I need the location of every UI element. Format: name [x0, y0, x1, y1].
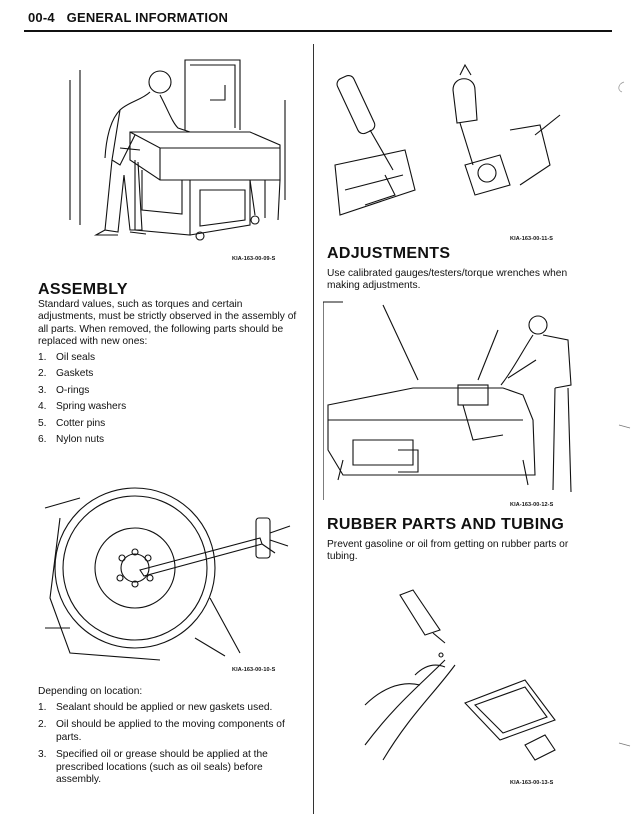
rubber-heading: RUBBER PARTS AND TUBING	[327, 516, 565, 533]
assembly-heading: ASSEMBLY	[38, 281, 128, 298]
margin-mark	[618, 742, 631, 747]
list-number: 6.	[38, 434, 47, 446]
list-number: 3.	[38, 384, 47, 396]
location-list: 1. Sealant should be applied or new gaske…	[38, 702, 298, 791]
margin-mark	[618, 424, 631, 429]
rubber-text: Prevent gasoline or oil from getting on …	[327, 539, 569, 563]
page-title: GENERAL INFORMATION	[66, 10, 229, 25]
figure-caption: KIA-163-00-13-S	[510, 780, 554, 786]
list-item: 6. Nylon nuts	[38, 434, 300, 446]
list-number: 1.	[38, 702, 47, 713]
adjustments-heading: ADJUSTMENTS	[327, 245, 451, 262]
list-text: Sealant should be applied or new gaskets…	[56, 702, 273, 713]
margin-mark	[618, 81, 625, 93]
column-divider	[313, 44, 314, 814]
list-text: Spring washers	[56, 401, 127, 413]
list-text: Oil should be applied to the moving comp…	[56, 719, 285, 743]
list-item: 1. Oil seals	[38, 352, 300, 364]
list-item: 2. Gaskets	[38, 368, 300, 380]
list-text: Nylon nuts	[56, 434, 105, 446]
flywheel-torque-illustration	[40, 478, 300, 663]
list-number: 2.	[38, 719, 47, 731]
rubber-tubing-illustration	[325, 585, 570, 775]
list-item: 3. O-rings	[38, 385, 300, 397]
adjustments-text: Use calibrated gauges/testers/torque wre…	[327, 268, 568, 292]
list-number: 5.	[38, 417, 47, 429]
list-number: 1.	[38, 352, 47, 363]
list-text: Specified oil or grease should be applie…	[56, 749, 268, 786]
parts-washer-illustration	[50, 40, 290, 250]
list-item: 2. Oil should be applied to the moving co…	[38, 719, 298, 744]
list-text: Cotter pins	[56, 417, 106, 429]
location-intro: Depending on location:	[38, 686, 143, 697]
list-text: Oil seals	[56, 352, 96, 363]
assembly-intro: Standard values, such as torques and cer…	[38, 299, 297, 348]
figure-caption: KIA-163-00-09-S	[232, 256, 276, 262]
list-number: 2.	[38, 368, 47, 380]
replace-parts-list: 1. Oil seals 2. Gaskets 3. O-rings 4. Spring wa…	[38, 352, 300, 450]
lubrication-illustration	[325, 55, 570, 230]
engine-adjustment-illustration	[323, 300, 583, 500]
list-number: 4.	[38, 401, 47, 413]
list-item: 1. Sealant should be applied or new gaske…	[38, 702, 298, 714]
page-header: 00-4 GENERAL INFORMATION	[28, 10, 228, 25]
list-text: Gaskets	[56, 368, 94, 380]
figure-caption: KIA-163-00-11-S	[510, 236, 554, 242]
list-item: 3. Specified oil or grease should be appl…	[38, 749, 298, 786]
list-item: 4. Spring washers	[38, 401, 300, 413]
figure-caption: KIA-163-00-10-S	[232, 667, 276, 673]
list-text: O-rings	[56, 384, 90, 396]
header-rule	[24, 30, 612, 32]
figure-caption: KIA-163-00-12-S	[510, 502, 554, 508]
page-number: 00-4	[28, 10, 55, 25]
list-number: 3.	[38, 749, 47, 761]
list-item: 5. Cotter pins	[38, 418, 300, 430]
